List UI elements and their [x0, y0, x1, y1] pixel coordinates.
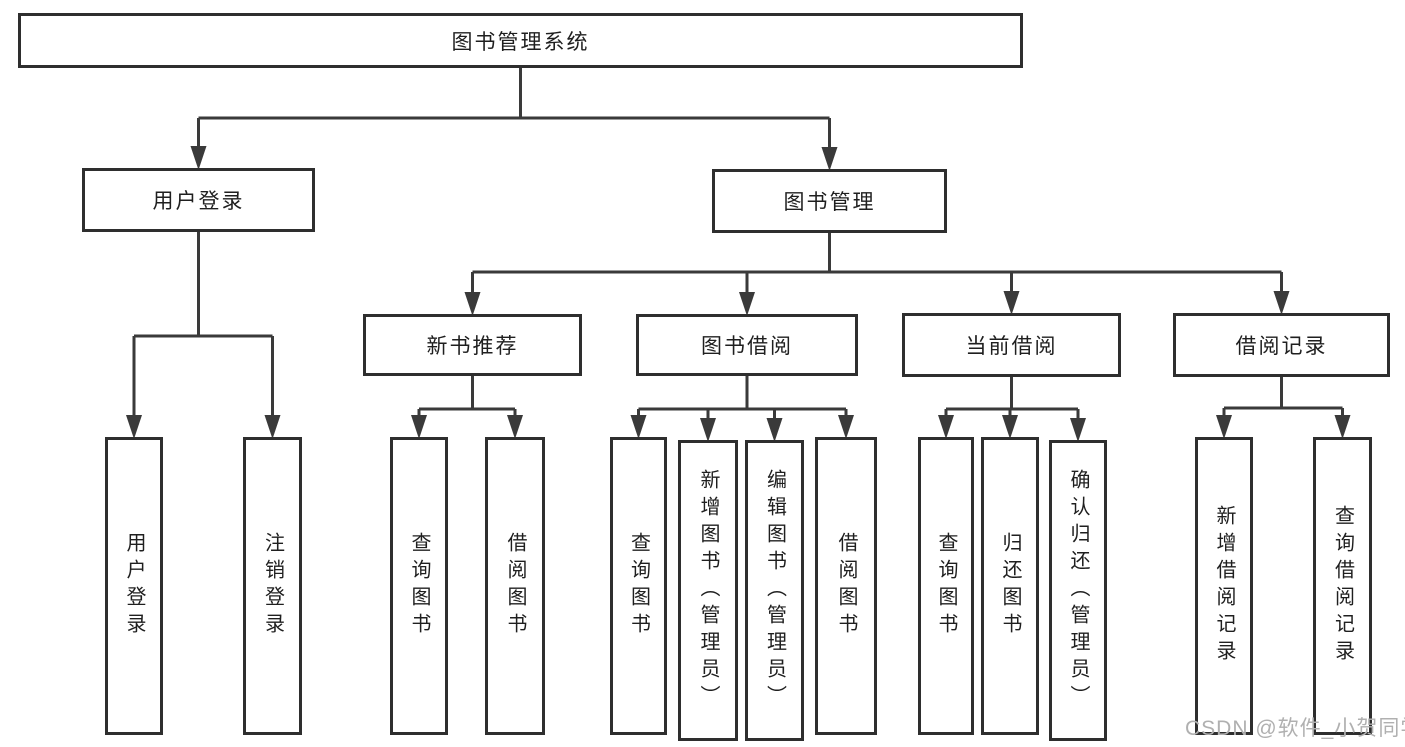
node-leaf-user-login: 用户登录	[105, 437, 163, 735]
node-label-root: 图书管理系统	[451, 30, 590, 54]
node-leaf-query-borrow-record: 查询借阅记录	[1313, 437, 1372, 735]
node-label-leaf-edit-books-admin: 编辑图书（管理员）	[763, 469, 786, 712]
node-leaf-confirm-return: 确认归还（管理员）	[1049, 440, 1107, 741]
node-user-login: 用户登录	[82, 168, 315, 232]
node-label-leaf-query-books-borrow: 查询图书	[627, 532, 650, 640]
node-borrow-records: 借阅记录	[1173, 313, 1390, 377]
node-current-borrow: 当前借阅	[902, 313, 1121, 377]
node-new-book-rec: 新书推荐	[363, 314, 582, 376]
node-label-leaf-user-login: 用户登录	[123, 532, 145, 640]
node-label-book-borrow: 图书借阅	[701, 335, 793, 358]
node-label-leaf-add-borrow-record: 新增借阅记录	[1213, 505, 1235, 667]
node-label-leaf-borrow-books-rec: 借阅图书	[504, 532, 526, 640]
node-label-new-book-rec: 新书推荐	[426, 335, 519, 358]
node-root: 图书管理系统	[18, 13, 1023, 68]
node-leaf-query-books-borrow: 查询图书	[610, 437, 667, 735]
node-label-borrow-records: 借阅记录	[1235, 335, 1328, 358]
node-leaf-logout: 注销登录	[243, 437, 302, 735]
node-label-leaf-borrow-books: 借阅图书	[835, 532, 857, 640]
node-leaf-add-borrow-record: 新增借阅记录	[1195, 437, 1253, 735]
node-book-mgmt: 图书管理	[712, 169, 947, 233]
node-leaf-return-books: 归还图书	[981, 437, 1039, 735]
node-label-leaf-confirm-return: 确认归还（管理员）	[1067, 469, 1089, 712]
node-leaf-edit-books-admin: 编辑图书（管理员）	[745, 440, 804, 741]
node-label-leaf-logout: 注销登录	[261, 532, 284, 640]
node-leaf-query-books-rec: 查询图书	[390, 437, 448, 735]
node-leaf-borrow-books: 借阅图书	[815, 437, 877, 735]
node-leaf-query-books-cur: 查询图书	[918, 437, 974, 735]
node-label-leaf-query-books-cur: 查询图书	[935, 532, 957, 640]
node-label-leaf-return-books: 归还图书	[999, 532, 1021, 640]
node-label-leaf-query-books-rec: 查询图书	[408, 532, 430, 640]
node-label-leaf-add-books-admin: 新增图书（管理员）	[697, 469, 719, 712]
node-label-user-login: 用户登录	[152, 190, 245, 213]
node-leaf-borrow-books-rec: 借阅图书	[485, 437, 545, 735]
node-leaf-add-books-admin: 新增图书（管理员）	[678, 440, 738, 741]
node-book-borrow: 图书借阅	[636, 314, 858, 376]
node-label-current-borrow: 当前借阅	[965, 335, 1058, 358]
node-label-leaf-query-borrow-record: 查询借阅记录	[1331, 505, 1354, 667]
node-label-book-mgmt: 图书管理	[783, 191, 876, 214]
